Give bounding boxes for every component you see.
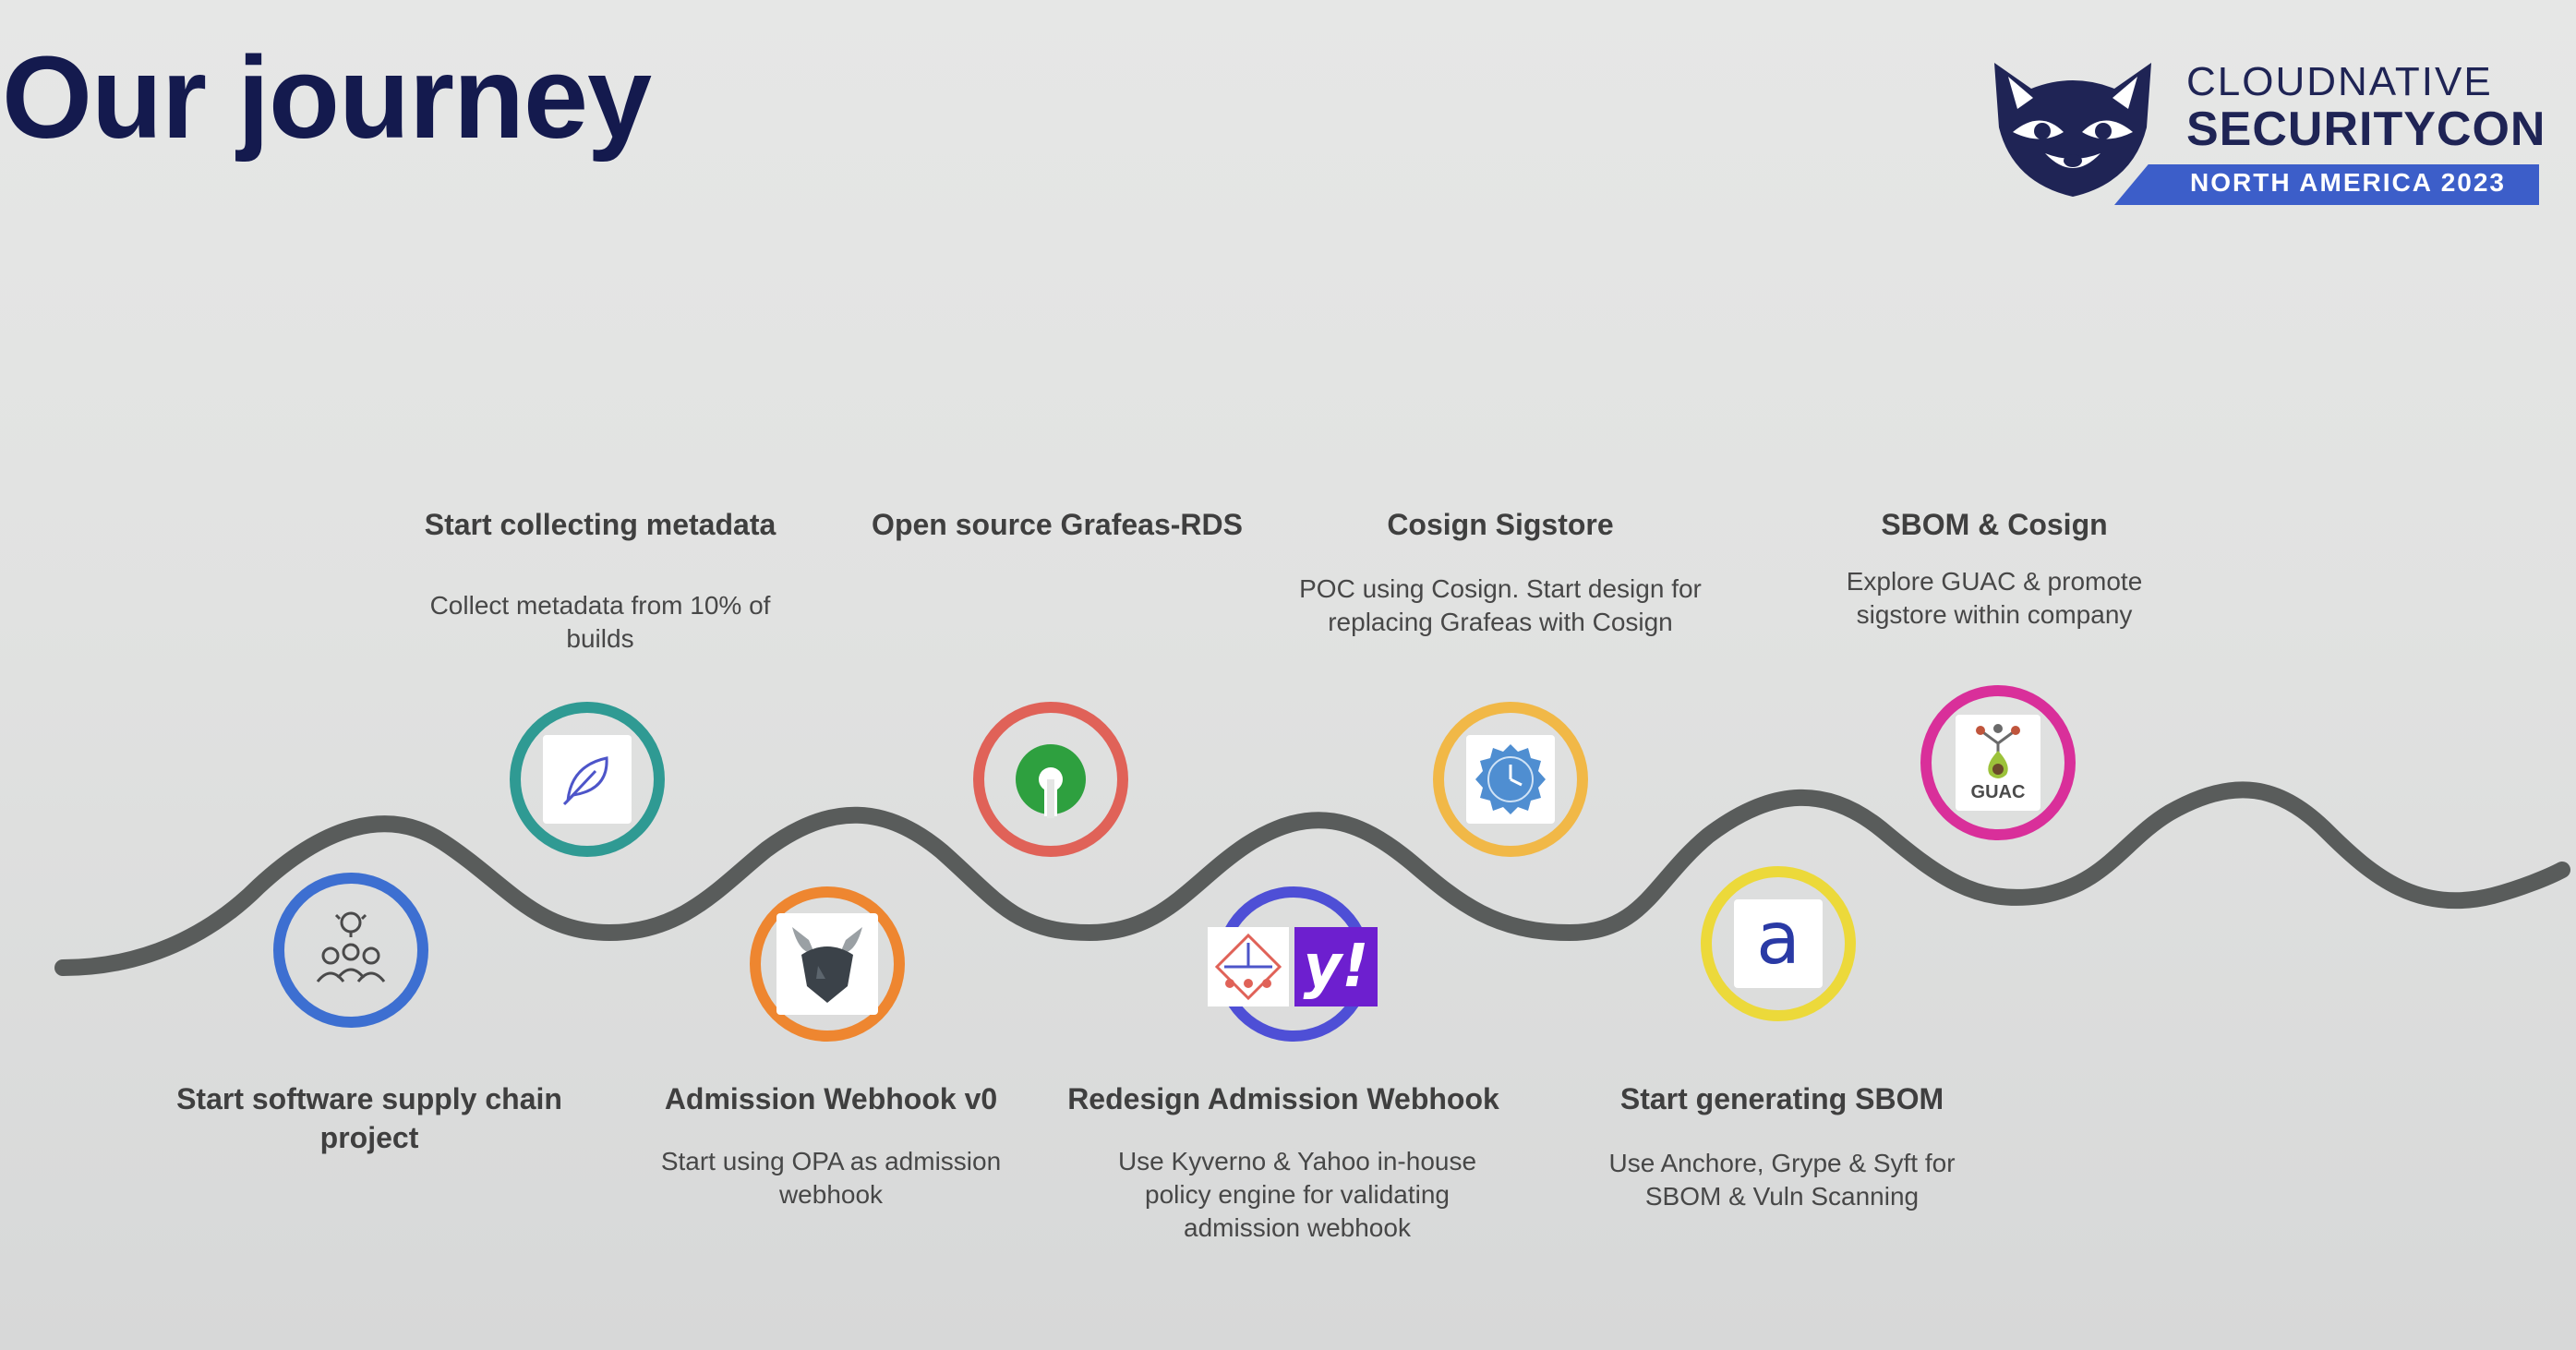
feather-icon xyxy=(543,735,632,824)
milestone-7-desc-line-1: Use Anchore, Grype & Syft for xyxy=(1608,1148,1956,1177)
logo-line-cloudnative: CLOUDNATIVE xyxy=(2186,59,2493,104)
milestone-1-icon-ring xyxy=(273,873,428,1028)
opa-viking-icon xyxy=(776,913,878,1015)
milestone-5-title: Redesign Admission Webhook xyxy=(1067,1082,1499,1115)
milestone-3-title: Admission Webhook v0 xyxy=(664,1082,998,1115)
logo-line-securitycon: SECURITYCON xyxy=(2186,102,2546,156)
milestone-5-desc-line-1: Use Kyverno & Yahoo in-house xyxy=(1117,1146,1477,1175)
milestone-2-icon-ring xyxy=(510,702,665,857)
milestone-6-title: Cosign Sigstore xyxy=(1387,508,1614,541)
milestone-3: Admission Webhook v0 Start using OPA as … xyxy=(628,1080,1034,1211)
milestone-5: Redesign Admission Webhook Use Kyverno &… xyxy=(1034,1080,1533,1246)
logo-band xyxy=(2114,164,2539,205)
milestone-2-desc-line-2: builds xyxy=(566,623,634,653)
milestone-6-desc-line-1: POC using Cosign. Start design for xyxy=(1299,573,1702,603)
milestone-1-title-line-2: project xyxy=(319,1120,419,1154)
milestone-2-title: Start collecting metadata xyxy=(424,508,776,541)
milestone-5-desc-line-2: policy engine for validating xyxy=(1145,1179,1450,1209)
guac-label: GUAC xyxy=(1970,781,2026,802)
milestone-7-desc-line-2: SBOM & Vuln Scanning xyxy=(1644,1181,1920,1211)
team-idea-icon xyxy=(307,906,395,994)
milestone-8-desc-line-1: Explore GUAC & promote xyxy=(1846,566,2143,596)
logo-line-event: NORTH AMERICA 2023 xyxy=(2190,168,2506,197)
raccoon-mascot-icon xyxy=(1994,63,2151,197)
milestone-2: Start collecting metadata Collect metada… xyxy=(388,506,813,656)
milestone-6: Cosign Sigstore POC using Cosign. Start … xyxy=(1274,506,1727,639)
anchore-mark: a xyxy=(1756,898,1800,981)
milestone-3-icon-ring xyxy=(750,886,905,1042)
open-source-icon xyxy=(1006,735,1095,824)
milestone-8-title: SBOM & Cosign xyxy=(1881,508,2108,541)
milestone-1-title-line-1: Start software supply chain xyxy=(176,1082,562,1115)
milestone-4-icon-ring xyxy=(973,702,1128,857)
milestone-7-title: Start generating SBOM xyxy=(1619,1082,1944,1115)
milestone-4: Open source Grafeas-RDS xyxy=(849,506,1265,545)
slide-title: Our journey xyxy=(2,32,652,163)
milestone-8-icon-ring: GUAC xyxy=(1920,685,2076,840)
milestone-5-desc-line-3: admission webhook xyxy=(1184,1213,1411,1243)
guac-icon: GUAC xyxy=(1956,715,2040,811)
milestone-8-desc-line-2: sigstore within company xyxy=(1856,599,2133,629)
milestone-2-desc-line-1: Collect metadata from 10% of xyxy=(429,590,771,620)
kyverno-yahoo-icon: y! xyxy=(1208,927,1383,1006)
yahoo-icon: y! xyxy=(1294,927,1378,1006)
anchore-icon: a xyxy=(1734,899,1823,988)
cosign-seal-icon xyxy=(1466,735,1555,824)
milestone-7: Start generating SBOM Use Anchore, Grype… xyxy=(1570,1080,1994,1213)
cloudnative-securitycon-logo: CLOUDNATIVE SECURITYCON NORTH AMERICA 20… xyxy=(1976,44,2548,211)
milestone-1: Start software supply chain project xyxy=(148,1080,591,1157)
milestone-3-desc-line-1: Start using OPA as admission xyxy=(660,1146,1002,1175)
milestone-6-icon-ring xyxy=(1433,702,1588,857)
kyverno-icon xyxy=(1208,927,1289,1006)
milestone-8: SBOM & Cosign Explore GUAC & promote sig… xyxy=(1782,506,2207,632)
milestone-3-desc-line-2: webhook xyxy=(778,1179,884,1209)
milestone-4-title: Open source Grafeas-RDS xyxy=(872,508,1243,541)
milestone-6-desc-line-2: replacing Grafeas with Cosign xyxy=(1328,607,1673,636)
milestone-7-icon-ring: a xyxy=(1701,866,1856,1021)
